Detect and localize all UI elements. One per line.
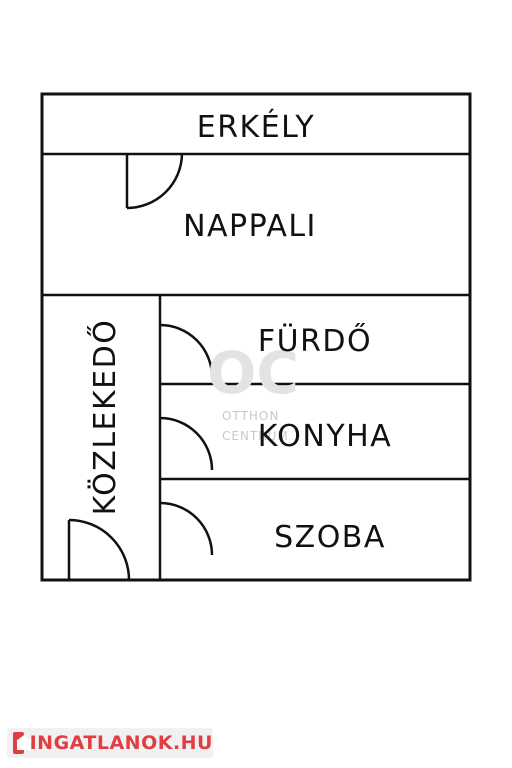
badge-text: INGATLANOK.HU xyxy=(29,732,213,754)
door-erkely-nappali xyxy=(125,153,184,210)
room-label-szoba: SZOBA xyxy=(274,520,386,555)
room-label-erkely: ERKÉLY xyxy=(197,109,315,145)
house-icon xyxy=(13,732,32,754)
door-szoba xyxy=(159,501,214,556)
watermark-line1: OTTHON xyxy=(222,409,279,423)
room-label-kozlekedo: KÖZLEKEDŐ xyxy=(86,319,123,516)
outer-wall xyxy=(40,92,472,582)
watermark-mark: OC xyxy=(207,339,299,407)
watermark-logo: OC OTTHON CENTRUM xyxy=(207,339,299,443)
ingatlanok-badge: INGATLANOK.HU xyxy=(7,728,213,758)
room-label-konyha: KONYHA xyxy=(258,419,393,454)
room-label-nappali: NAPPALI xyxy=(183,209,317,244)
door-furdo xyxy=(159,323,214,378)
room-label-furdo: FÜRDŐ xyxy=(258,322,372,359)
door-entrance xyxy=(67,518,131,581)
door-konyha xyxy=(159,416,214,471)
watermark-line2: CENTRUM xyxy=(222,429,289,443)
